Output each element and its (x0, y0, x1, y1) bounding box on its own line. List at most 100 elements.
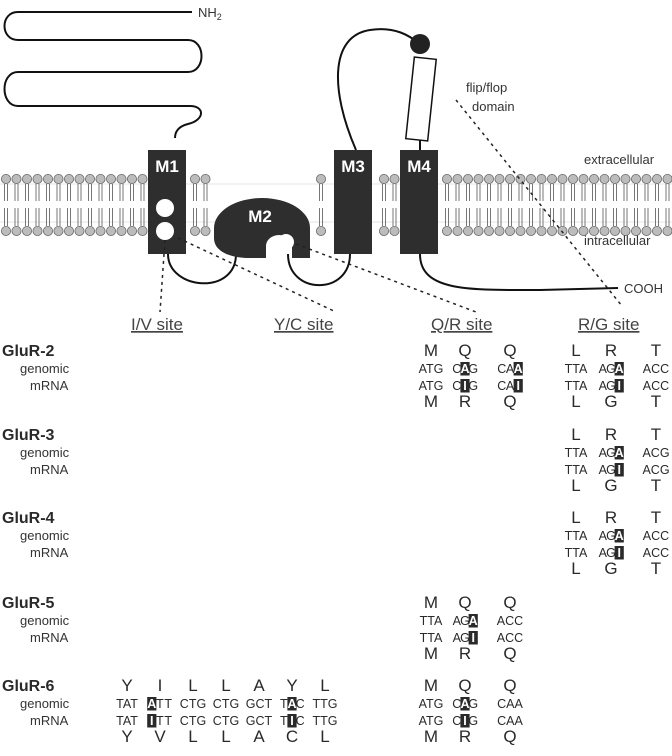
lipid-outer (378, 173, 389, 201)
svg-text:G: G (468, 697, 478, 711)
svg-text:A: A (147, 697, 156, 711)
rg-aa-bottom: T (651, 559, 661, 578)
lipid-inner (11, 208, 22, 236)
lipid-inner (589, 208, 600, 236)
lipid-outer (473, 173, 484, 201)
qr-aa-bottom: Q (503, 392, 516, 411)
svg-text:TTA: TTA (420, 614, 443, 628)
qr-aa-bottom: Q (503, 644, 516, 663)
qr-aa-top: M (424, 676, 438, 695)
iv-aa-bottom: Y (121, 727, 132, 746)
lipid-outer (652, 173, 663, 201)
svg-text:TTA: TTA (565, 529, 588, 543)
rg-mrna-codon: ACG (642, 463, 669, 477)
svg-text:C: C (296, 697, 305, 711)
rg-aa-bottom: G (604, 392, 617, 411)
qr-mrna-codon: ATG (419, 714, 444, 728)
lipid-inner (389, 208, 400, 236)
svg-text:ACC: ACC (497, 631, 523, 645)
svg-text:G: G (468, 714, 478, 728)
qr-aa-top: M (424, 341, 438, 360)
svg-text:C: C (296, 714, 305, 728)
lipid-outer (74, 173, 85, 201)
genomic-row-label: genomic (20, 361, 70, 376)
svg-text:TTA: TTA (565, 362, 588, 376)
svg-text:TTA: TTA (565, 379, 588, 393)
svg-text:A: A (615, 446, 624, 460)
lipid-outer (504, 173, 515, 201)
lipid-inner (32, 208, 43, 236)
svg-text:I: I (617, 546, 620, 560)
qr-aa-top: Q (503, 676, 516, 695)
svg-text:TTG: TTG (313, 714, 338, 728)
lipid-outer (462, 173, 473, 201)
svg-text:ATG: ATG (419, 379, 444, 393)
mrna-row-label: mRNA (30, 462, 69, 477)
svg-text:ACC: ACC (497, 614, 523, 628)
rg-aa-top: L (571, 508, 580, 527)
iv-aa-top: Y (286, 676, 297, 695)
svg-text:ATG: ATG (419, 362, 444, 376)
rg-mrna-codon: TTA (565, 546, 588, 560)
qr-aa-top: Q (503, 341, 516, 360)
rg-genomic-codon: ACC (643, 362, 669, 376)
lipid-inner (127, 208, 138, 236)
svg-text:TAT: TAT (116, 697, 138, 711)
gene-name: GluR-4 (2, 510, 55, 527)
lipid-inner (53, 208, 64, 236)
rg-aa-bottom: L (571, 392, 580, 411)
lipid-inner (106, 208, 117, 236)
iv-mrna-codon: CTG (180, 714, 206, 728)
lipid-inner (483, 208, 494, 236)
n-terminal-chain (3, 11, 203, 139)
svg-text:G: G (606, 546, 616, 560)
segment-label-m3: M3 (341, 157, 365, 176)
lipid-outer (515, 173, 526, 201)
flip-flop-label-2: domain (472, 99, 515, 114)
qr-aa-bottom: R (459, 644, 471, 663)
svg-text:A: A (514, 362, 523, 376)
svg-text:T: T (156, 697, 164, 711)
svg-text:CTG: CTG (180, 714, 206, 728)
svg-text:GCT: GCT (246, 714, 273, 728)
rg-aa-bottom: L (571, 476, 580, 495)
iv-mrna-codon: CTG (213, 714, 239, 728)
qr-genomic-codon: ATG (419, 697, 444, 711)
svg-text:CTG: CTG (213, 714, 239, 728)
flip-flop-label-1: flip/flop (466, 80, 507, 95)
rg-aa-top: R (605, 425, 617, 444)
svg-text:TTA: TTA (565, 546, 588, 560)
svg-text:A: A (615, 529, 624, 543)
rg-mrna-codon: TTA (565, 463, 588, 477)
svg-text:I: I (516, 379, 519, 393)
svg-text:T: T (280, 697, 288, 711)
svg-text:TTA: TTA (420, 631, 443, 645)
lipid-outer (1, 173, 11, 201)
svg-text:I: I (290, 714, 293, 728)
mrna-row-label: mRNA (30, 545, 69, 560)
lipid-outer (315, 173, 326, 201)
lipid-inner (504, 208, 515, 236)
extracellular-label: extracellular (584, 152, 655, 167)
rg-aa-top: L (571, 425, 580, 444)
genomic-row-label: genomic (20, 528, 70, 543)
rg-aa-bottom: T (651, 392, 661, 411)
gene-name: GluR-2 (2, 343, 55, 360)
lipid-outer (64, 173, 75, 201)
svg-text:I: I (463, 379, 466, 393)
iv-aa-top: L (320, 676, 329, 695)
lipid-bilayer (0, 173, 672, 236)
qr-aa-bottom: R (459, 727, 471, 746)
iv-aa-bottom: V (154, 727, 166, 746)
